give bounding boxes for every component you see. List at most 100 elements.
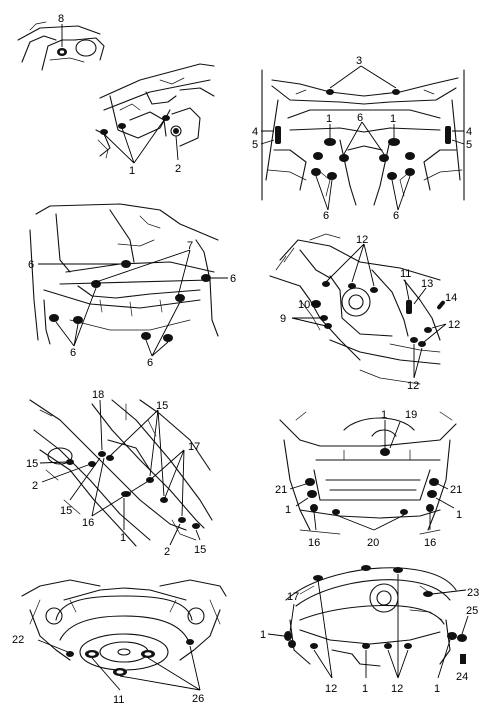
grommet-part <box>66 639 194 676</box>
callout-label: 23 <box>467 587 479 599</box>
grommet-part <box>311 281 445 347</box>
callout-label: 6 <box>70 347 76 359</box>
callout-label: 16 <box>82 517 94 529</box>
callout-label: 19 <box>405 409 417 421</box>
leader-line <box>461 615 469 635</box>
callout-label: 6 <box>230 273 236 285</box>
callout-label: 5 <box>466 139 472 151</box>
callout-label: 16 <box>424 537 436 549</box>
leader-line <box>329 65 397 89</box>
leader-line <box>431 589 467 595</box>
grommet-part <box>305 448 439 515</box>
callout-label: 1 <box>326 113 332 125</box>
callout-label: 15 <box>60 505 72 517</box>
leader-line <box>389 421 401 449</box>
callout-label: 13 <box>421 278 433 290</box>
callout-label: 24 <box>456 671 468 683</box>
leader-line <box>39 461 67 464</box>
callout-label: 6 <box>323 210 329 222</box>
leader-line <box>437 639 451 679</box>
callout-label: 15 <box>156 400 168 412</box>
panel-top-right: 3 4 5 4 5 1 1 6 6 6 <box>252 55 472 222</box>
callout-label: 4 <box>252 126 258 138</box>
leader-line <box>119 645 201 691</box>
leader-line <box>404 279 410 301</box>
callout-label: 1 <box>129 165 135 177</box>
leader-line <box>103 119 165 164</box>
grommet-part <box>284 565 467 664</box>
leader-line <box>335 514 405 531</box>
leader-line <box>423 323 447 343</box>
leader-line <box>315 175 333 211</box>
callout-label: 2 <box>175 163 181 175</box>
panel-middle-left: 7 6 6 6 6 <box>28 203 236 369</box>
grommet-part <box>49 260 211 342</box>
leader-line <box>260 130 275 145</box>
panel-lower-left-drawing <box>29 399 213 547</box>
callout-label: 12 <box>325 683 337 695</box>
panel-lower-right: 1 19 21 21 1 1 16 20 16 <box>275 409 462 549</box>
panel-top-left: 8 1 2 <box>17 13 215 177</box>
leader-line <box>95 249 191 297</box>
panel-lower-right-drawing <box>279 411 457 535</box>
leader-line <box>99 399 103 451</box>
callout-label: 17 <box>188 441 200 453</box>
leader-line <box>91 657 121 691</box>
leader-line <box>437 483 449 490</box>
callout-label: 6 <box>147 357 153 369</box>
callout-label: 20 <box>367 537 379 549</box>
callout-label: 18 <box>92 389 104 401</box>
panel-middle-right-drawing <box>269 233 441 385</box>
callout-label: 12 <box>356 234 368 246</box>
callout-label: 2 <box>164 546 170 558</box>
leader-line <box>69 457 101 501</box>
leader-line <box>387 574 409 679</box>
callout-label: 11 <box>400 268 411 280</box>
leader-line <box>41 464 89 483</box>
panel-top-right-drawing <box>261 69 465 206</box>
callout-label: 9 <box>280 313 286 325</box>
leader-line <box>451 130 465 145</box>
leader-line <box>435 497 455 509</box>
leader-line <box>413 287 427 305</box>
leader-line <box>145 301 181 357</box>
panel-middle-right: 12 11 13 14 10 9 12 12 <box>269 233 460 392</box>
leader-line <box>289 483 307 490</box>
leader-line <box>149 449 185 517</box>
panel-bottom-left-drawing <box>21 579 227 671</box>
callout-label: 4 <box>466 126 472 138</box>
panel-bottom-left: 22 11 26 <box>12 579 227 706</box>
plug-part <box>100 115 179 135</box>
leader-line <box>91 457 151 517</box>
leader-line <box>175 135 179 161</box>
callout-label: 10 <box>298 299 310 311</box>
leader-line <box>391 175 411 211</box>
callout-label: 16 <box>308 537 320 549</box>
callout-label: 25 <box>466 605 478 617</box>
callout-label: 1 <box>381 409 387 421</box>
panel-lower-left: 18 15 17 15 2 15 16 1 2 15 <box>26 389 213 558</box>
callout-label: 8 <box>58 13 64 25</box>
callout-label: 15 <box>194 544 206 556</box>
panel-bottom-right: 17 23 25 1 12 1 12 1 24 <box>260 565 479 695</box>
panel-bottom-right-drawing <box>285 567 457 667</box>
callout-label: 5 <box>252 139 258 151</box>
leader-line <box>291 317 327 327</box>
leader-line <box>413 344 423 379</box>
callout-label: 1 <box>456 509 462 521</box>
callout-label: 21 <box>275 484 287 496</box>
callout-label: 6 <box>357 112 363 124</box>
callout-label: 21 <box>450 484 462 496</box>
callout-label: 6 <box>393 210 399 222</box>
callout-label: 1 <box>434 683 440 695</box>
callout-label: 1 <box>362 683 368 695</box>
callout-label: 1 <box>285 504 291 516</box>
callout-label: 1 <box>120 532 126 544</box>
leader-line <box>109 409 165 497</box>
callout-label: 6 <box>28 259 34 271</box>
callout-label: 11 <box>113 694 124 706</box>
leader-line <box>295 497 309 507</box>
panel-middle-left-drawing <box>29 203 219 345</box>
callout-label: 14 <box>445 292 457 304</box>
